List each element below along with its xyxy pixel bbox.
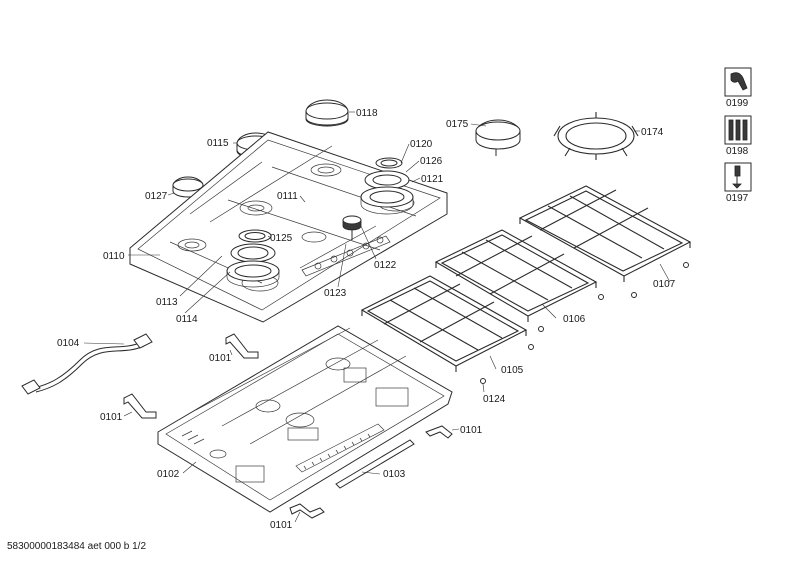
burner-cap-0118 — [305, 99, 349, 127]
leader-lines — [83, 111, 671, 523]
label-0101-c: 0101 — [460, 425, 483, 436]
label-0197: 0197 — [726, 193, 749, 204]
label-0115: 0115 — [207, 138, 229, 149]
tools-icon — [724, 115, 752, 145]
label-0199: 0199 — [726, 98, 749, 109]
label-0174: 0174 — [641, 127, 664, 138]
label-0120: 0120 — [410, 139, 433, 150]
label-0175: 0175 — [446, 119, 469, 130]
wok-ring-0174 — [553, 112, 639, 160]
part-labels: 0118 0115 0175 0174 0199 0198 0197 0120 … — [57, 98, 749, 531]
label-0110: 0110 — [103, 251, 125, 262]
base-tray-0102 — [157, 325, 453, 513]
label-0123: 0123 — [324, 288, 347, 299]
label-0118: 0118 — [356, 108, 378, 119]
label-0106: 0106 — [563, 314, 586, 325]
screwdriver-icon — [724, 162, 752, 192]
label-0121: 0121 — [421, 174, 444, 185]
label-0103: 0103 — [383, 469, 406, 480]
pan-support-0107 — [518, 185, 692, 282]
label-0104: 0104 — [57, 338, 80, 349]
label-0114: 0114 — [176, 314, 198, 325]
bracket-0101-d — [289, 503, 325, 519]
burner-cap-0175 — [475, 119, 521, 156]
label-0124: 0124 — [483, 394, 506, 405]
pan-support-0106 — [434, 229, 598, 322]
label-0126: 0126 — [420, 156, 443, 167]
burner-assembly-right — [360, 157, 414, 215]
label-0101-b: 0101 — [100, 412, 123, 423]
label-0101-d: 0101 — [270, 520, 293, 531]
label-0102: 0102 — [157, 469, 180, 480]
bracket-0101-a — [225, 333, 259, 359]
label-0127: 0127 — [145, 191, 168, 202]
bracket-0101-b — [123, 393, 157, 419]
label-0198: 0198 — [726, 146, 749, 157]
pan-support-0105 — [360, 275, 528, 372]
label-0122: 0122 — [374, 260, 397, 271]
document-footer: 58300000183484 aet 000 b 1/2 — [7, 541, 147, 552]
control-knob-0122 — [342, 215, 362, 240]
wrench-icon — [724, 67, 752, 97]
label-0107: 0107 — [653, 279, 676, 290]
label-0101-a: 0101 — [209, 353, 232, 364]
label-0111: 0111 — [277, 191, 298, 202]
label-0113: 0113 — [156, 297, 178, 308]
burner-assembly-left — [226, 229, 280, 288]
rubber-feet — [480, 262, 689, 384]
seal-strip-0103 — [335, 439, 415, 489]
bracket-0101-c — [425, 425, 453, 439]
power-cord-0104 — [21, 333, 153, 395]
label-0125: 0125 — [270, 233, 293, 244]
label-0105: 0105 — [501, 365, 524, 376]
